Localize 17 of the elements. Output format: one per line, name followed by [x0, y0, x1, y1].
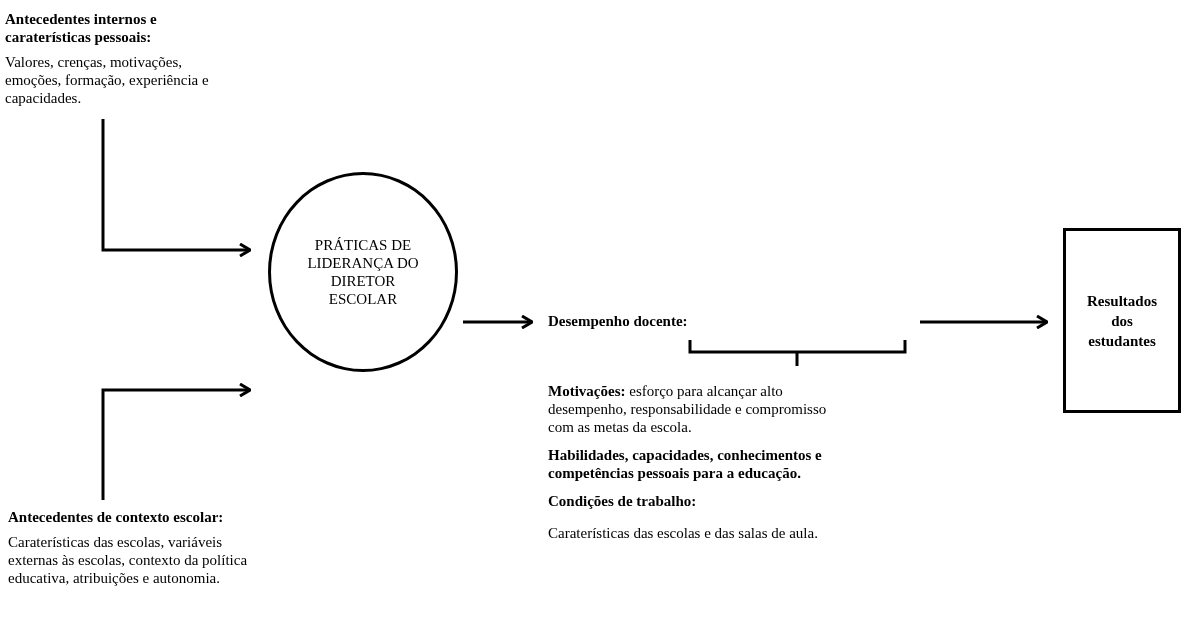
- note-text: Habilidades, capacidades, conhecimentos e competências pessoais para a educação.: [548, 446, 823, 482]
- note-text: Motivações: esforço para alcançar alto desempenho, responsabilidade e compromisso com as metas da escola.: [548, 382, 828, 436]
- arrow: [101, 119, 252, 258]
- heading-text: Antecedentes internos e caraterísticas pessoais:: [5, 10, 158, 46]
- result-box: [1063, 228, 1181, 413]
- note-text: Caraterísticas das escolas e das salas de aula.: [548, 524, 819, 542]
- arrow: [101, 382, 252, 500]
- node-label: Desempenho docente:: [548, 312, 689, 330]
- arrow: [463, 314, 534, 330]
- body-text: Valores, crenças, motivações, emoções, formação, experiência e capacidades.: [5, 53, 210, 107]
- node-label: Resultados dos estudantes: [1086, 291, 1158, 351]
- arrow: [920, 314, 1049, 330]
- process-circle: [268, 172, 458, 372]
- note-text: Condições de trabalho:: [548, 492, 698, 510]
- node-label: PRÁTICAS DE LIDERANÇA DO DIRETOR ESCOLAR: [306, 236, 420, 308]
- heading-text: Antecedentes de contexto escolar:: [8, 508, 225, 526]
- body-text: Caraterísticas das escolas, variáveis externas às escolas, contexto da política educativa, atribuições e autonomia.: [8, 533, 249, 587]
